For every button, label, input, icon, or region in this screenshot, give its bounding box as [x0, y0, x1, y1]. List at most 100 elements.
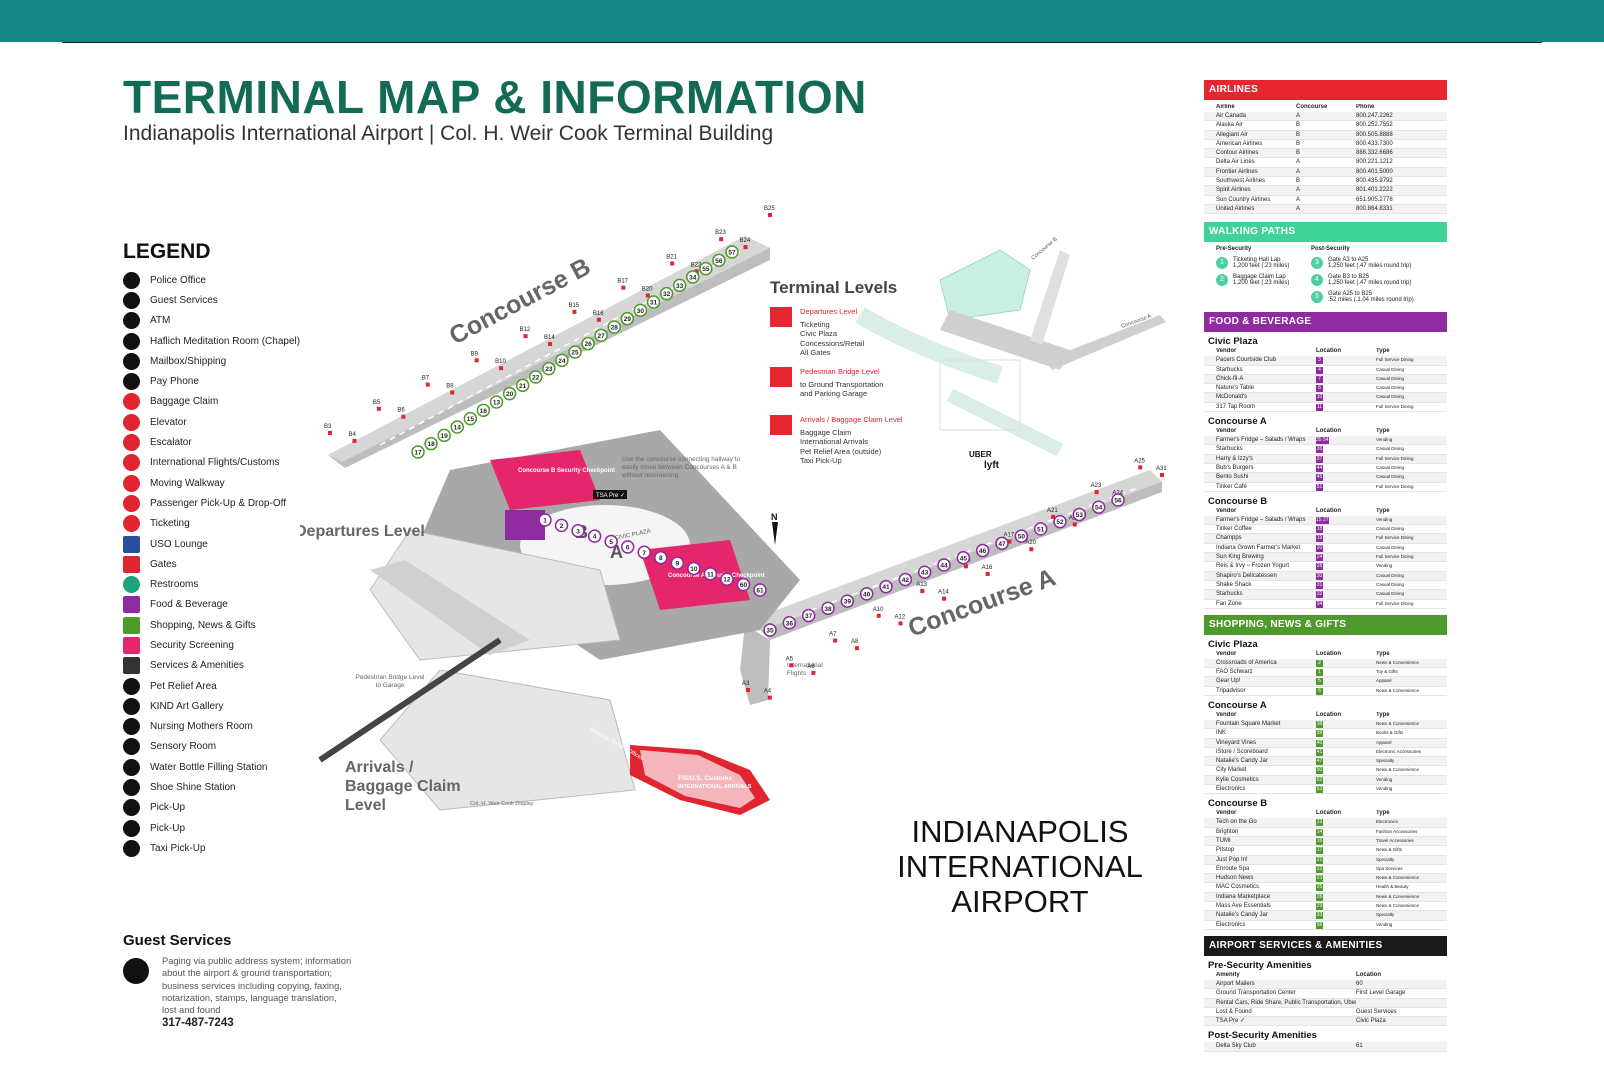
baggage-icon — [123, 393, 140, 411]
walking-path-number: 2 — [1216, 274, 1228, 287]
location-pin — [670, 556, 685, 570]
location-badge: 14 — [1316, 828, 1323, 836]
terminal-map[interactable]: ⁠ Concourse B Concourse A Departures Lev… — [300, 200, 1180, 840]
gate-marker — [1029, 547, 1034, 552]
location-pin — [571, 524, 585, 538]
legend-item-label: Ticketing — [150, 518, 190, 530]
header-divider — [62, 42, 1542, 43]
gate-label: B4 — [348, 432, 356, 438]
location-pin-label: 32 — [663, 291, 671, 298]
legend-item-label: KIND Art Gallery — [150, 700, 224, 712]
gate-marker — [401, 414, 406, 419]
location-pin-label: 21 — [519, 383, 527, 390]
location-pin — [607, 320, 621, 334]
location-pin — [763, 623, 777, 637]
gate-label: A4 — [764, 689, 772, 695]
location-badge: 28 — [1316, 563, 1323, 571]
location-badge: 2 — [1316, 659, 1323, 667]
legend-item: Shoe Shine Station — [123, 777, 343, 797]
airport-name-line-1: INDIANAPOLIS — [911, 814, 1129, 849]
gate-label: A3 — [742, 681, 750, 687]
location-pin-label: 28 — [611, 325, 619, 332]
location-pin-label: 50 — [1018, 534, 1026, 541]
location-pin — [821, 601, 835, 616]
gate-marker — [985, 571, 990, 576]
gate-marker — [898, 621, 903, 626]
arrivals-level-platform — [379, 669, 636, 811]
terminal-level-detail: Taxi Pick-Up — [800, 456, 842, 466]
location-badge: 33 — [1316, 912, 1323, 920]
gate-marker — [328, 431, 332, 435]
location-pin — [587, 529, 602, 543]
section-title: Concourse A — [1208, 416, 1267, 428]
location-pin — [646, 295, 661, 309]
gate-marker — [743, 245, 748, 250]
international-arrivals-label: INTERNATIONAL ARRIVALS — [678, 784, 752, 790]
location-badge: 10 — [1316, 394, 1323, 402]
legend-item-label: Food & Beverage — [150, 599, 228, 611]
pedestrian-bridge-label: Pedestrian Bridge Level to Garage — [355, 674, 425, 689]
north-arrow — [772, 522, 778, 545]
legend-item: Pet Relief Area — [123, 676, 343, 696]
tsa-pre-label: TSA Pre ✓ — [596, 493, 625, 499]
gate-label: B25 — [764, 206, 775, 212]
legend-item: USO Lounge — [123, 534, 343, 554]
legend-item: Gates — [123, 554, 343, 574]
guest-services-icon — [123, 958, 149, 984]
gate-marker — [450, 390, 455, 395]
location-pin-label: 13 — [493, 400, 501, 407]
gate-label: A25 — [1134, 458, 1145, 464]
pre-security-amenities-title: Pre-Security Amenities — [1208, 959, 1312, 971]
legend-item: Restrooms — [123, 574, 343, 594]
legend-item: Mailbox/Shipping — [123, 351, 343, 371]
legend-item-label: Haflich Meditation Room (Chapel) — [150, 335, 301, 347]
location-pin-label: 35 — [766, 628, 774, 635]
north-arrow-label: N — [771, 512, 778, 522]
legend-item-label: ATM — [150, 315, 171, 327]
legend-item-label: Passenger Pick-Up & Drop-Off — [150, 497, 286, 509]
legend-item: Pick-Up — [123, 818, 343, 838]
gate-marker — [523, 334, 528, 339]
location-pin-label: 18 — [427, 441, 435, 448]
location-pin-label: 29 — [624, 316, 632, 323]
walking-path-name: Baggage Claim Lap — [1233, 274, 1286, 281]
location-badge: 53 — [1316, 786, 1323, 794]
location-pin — [840, 594, 855, 608]
location-badge: 7 — [1316, 375, 1323, 383]
section-title: Civic Plaza — [1208, 336, 1258, 348]
nursing-icon — [123, 718, 140, 736]
legend-item: Water Bottle Filling Station — [123, 757, 343, 777]
location-pin-label: 12 — [723, 577, 731, 584]
restroom-icon — [123, 576, 140, 594]
legend-item-label: Baggage Claim — [150, 396, 219, 408]
gate-marker — [425, 382, 430, 387]
location-pin — [555, 353, 569, 368]
legend-item: Escalator — [123, 432, 343, 452]
terminal-level-icon — [770, 367, 792, 387]
section-title: Concourse B — [1208, 495, 1268, 507]
mailbox-icon — [123, 352, 140, 370]
gate-label: B15 — [568, 303, 579, 309]
